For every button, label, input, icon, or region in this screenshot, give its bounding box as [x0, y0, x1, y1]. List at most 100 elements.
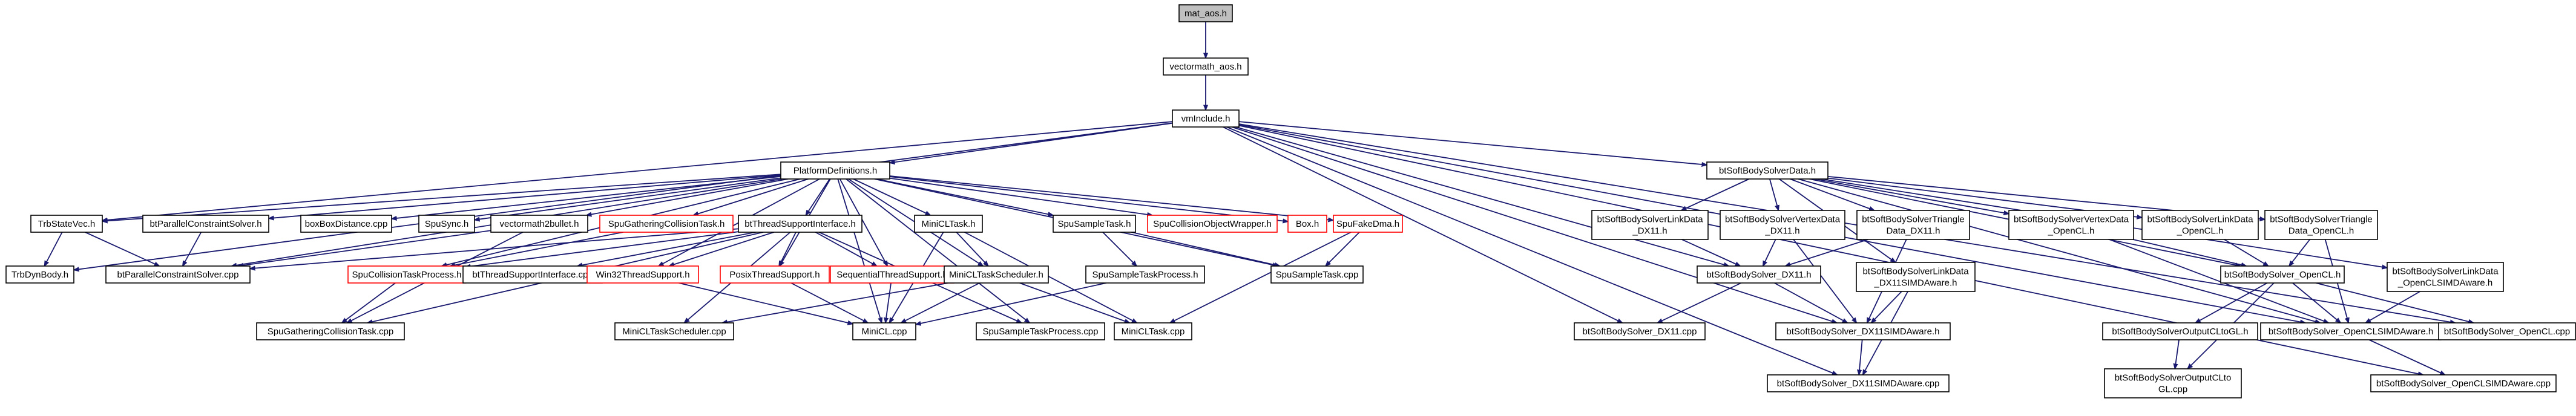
node-label: btSoftBodySolver_OpenCLSIMDAware.cpp: [2376, 379, 2551, 389]
edge-bt-soft-body-solver-data-to-triangle-data-dx11: [1790, 178, 1874, 210]
node-mini-cltask-scheduler[interactable]: MiniCLTaskScheduler.h: [944, 265, 1049, 284]
node-label: SpuFakeDma.h: [1336, 219, 1399, 229]
edge-solver-open-clh-to-solver-open-clcpp: [2316, 282, 2473, 323]
node-mini-cltask-h[interactable]: MiniCLTask.h: [914, 215, 983, 233]
node-box: [1775, 322, 1951, 340]
edge-spu-gathering-collision-task-h-to-spu-collision-task-process: [450, 232, 623, 266]
node-solver-open-clh[interactable]: btSoftBodySolver_OpenCL.h: [2220, 265, 2345, 284]
node-spu-sample-task-process[interactable]: SpuSampleTaskProcess.h: [1085, 265, 1205, 284]
node-solver-output-clto-glh[interactable]: btSoftBodySolverOutputCLtoGL.h: [2102, 322, 2258, 340]
edge-platform-definitions-to-spu-fake-dma: [889, 175, 1333, 220]
node-label: SpuSync.h: [425, 219, 469, 229]
node-label: btParallelConstraintSolver.cpp: [117, 270, 239, 280]
node-solver-dx11-simdaware-h[interactable]: btSoftBodySolver_DX11SIMDAware.h: [1775, 322, 1951, 340]
edge-spu-sample-task-h-to-spu-sample-task-process: [1102, 232, 1137, 266]
node-link-data-open-cl[interactable]: btSoftBodySolverLinkData_OpenCL.h: [2141, 210, 2259, 240]
node-box: [720, 265, 830, 284]
node-label: SpuSampleTask.h: [1058, 219, 1131, 229]
node-link-data-dx11-simdaware[interactable]: btSoftBodySolverLinkData_DX11SIMDAware.h: [1856, 262, 1976, 292]
node-bt-parallel-constraint-solver-h[interactable]: btParallelConstraintSolver.h: [142, 215, 269, 233]
node-box-box-distance[interactable]: boxBoxDistance.cpp: [300, 215, 392, 233]
node-spu-sync[interactable]: SpuSync.h: [418, 215, 475, 233]
node-box: [944, 265, 1049, 284]
node-spu-fake-dma[interactable]: SpuFakeDma.h: [1333, 215, 1403, 233]
node-label: SpuGatheringCollisionTask.cpp: [268, 327, 393, 337]
edge-solver-output-clto-glh-to-solver-output-clto-glcpp: [2175, 339, 2180, 369]
node-box: [462, 265, 603, 284]
edge-bt-thread-support-interface-h-to-bt-parallel-constraint-solver-cpp: [250, 228, 739, 268]
node-label: _DX11.h: [1632, 226, 1667, 236]
node-solver-output-clto-glcpp[interactable]: btSoftBodySolverOutputCLtoGL.cpp: [2104, 368, 2242, 398]
node-vertex-data-dx11[interactable]: btSoftBodySolverVertexData_DX11.h: [1720, 210, 1845, 240]
edge-platform-definitions-to-spu-collision-object-wrapper: [889, 177, 1152, 215]
node-mini-clcpp[interactable]: MiniCL.cpp: [852, 322, 916, 340]
node-trb-state-vec[interactable]: TrbStateVec.h: [30, 215, 103, 233]
edge-mini-cltask-h-to-mini-cltask-scheduler: [956, 232, 988, 266]
edge-vectormath2bullet-to-bt-parallel-constraint-solver-cpp: [238, 230, 491, 266]
node-spu-gathering-collision-task-cpp[interactable]: SpuGatheringCollisionTask.cpp: [256, 322, 405, 340]
node-mini-cltask-cpp[interactable]: MiniCLTask.cpp: [1114, 322, 1192, 340]
node-box: [1163, 57, 1249, 76]
edge-vm-include-to-bt-soft-body-solver-data: [1238, 121, 1707, 165]
node-box: [1720, 210, 1845, 240]
node-label: _OpenCLSIMDAware.h: [2397, 278, 2492, 288]
edge-vm-include-to-trb-state-vec: [102, 121, 1173, 220]
node-label: Data_OpenCL.h: [2288, 226, 2354, 236]
node-mini-cltask-scheduler-cpp[interactable]: MiniCLTaskScheduler.cpp: [614, 322, 734, 340]
node-box: [1053, 215, 1136, 233]
node-label: SpuCollisionTaskProcess.h: [352, 270, 462, 280]
node-box: [738, 215, 862, 233]
node-vectormath-aos[interactable]: vectormath_aos.h: [1163, 57, 1249, 76]
node-bt-thread-support-interface-cpp[interactable]: btThreadSupportInterface.cpp: [462, 265, 603, 284]
node-spu-gathering-collision-task-h[interactable]: SpuGatheringCollisionTask.h: [599, 215, 734, 233]
node-solver-dx11-simdaware-cpp[interactable]: btSoftBodySolver_DX11SIMDAware.cpp: [1767, 374, 1950, 392]
node-bt-soft-body-solver-data[interactable]: btSoftBodySolverData.h: [1706, 161, 1828, 180]
edge-platform-definitions-to-spu-sync: [475, 177, 781, 219]
node-platform-definitions[interactable]: PlatformDefinitions.h: [780, 161, 890, 180]
node-box: [418, 215, 475, 233]
node-box: [1172, 109, 1240, 128]
node-spu-collision-task-process[interactable]: SpuCollisionTaskProcess.h: [347, 265, 466, 284]
node-box: [142, 215, 269, 233]
node-solver-dx11-h[interactable]: btSoftBodySolver_DX11.h: [1697, 265, 1821, 284]
node-link-data-open-clsimdaware[interactable]: btSoftBodySolverLinkData_OpenCLSIMDAware…: [2387, 262, 2504, 292]
edge-spu-sample-task-process-to-mini-clcpp: [916, 282, 1107, 325]
node-mat-aos[interactable]: mat_aos.h: [1178, 4, 1233, 22]
node-win32-thread-support[interactable]: Win32ThreadSupport.h: [586, 265, 699, 284]
node-box: [1697, 265, 1821, 284]
node-sequential-thread-support[interactable]: SequentialThreadSupport.h: [830, 265, 954, 284]
node-solver-open-clcpp[interactable]: btSoftBodySolver_OpenCL.cpp: [2438, 322, 2576, 340]
node-bt-thread-support-interface-h[interactable]: btThreadSupportInterface.h: [738, 215, 862, 233]
edge-spu-collision-task-process-to-spu-gathering-collision-task-cpp: [342, 282, 396, 323]
node-link-data-dx11[interactable]: btSoftBodySolverLinkData_DX11.h: [1591, 210, 1709, 240]
node-trb-dyn-body[interactable]: TrbDynBody.h: [5, 265, 74, 284]
node-vm-include[interactable]: vmInclude.h: [1172, 109, 1240, 128]
node-label: MiniCLTaskScheduler.h: [949, 270, 1043, 280]
node-label: SpuGatheringCollisionTask.h: [608, 219, 725, 229]
node-box: [2102, 322, 2258, 340]
node-posix-thread-support[interactable]: PosixThreadSupport.h: [720, 265, 830, 284]
node-solver-dx11-cpp[interactable]: btSoftBodySolver_DX11.cpp: [1574, 322, 1706, 340]
edge-platform-definitions-to-spu-sample-task-h: [876, 178, 1053, 215]
node-vertex-data-open-cl[interactable]: btSoftBodySolverVertexData_OpenCL.h: [2008, 210, 2134, 240]
node-box: [914, 215, 983, 233]
node-spu-sample-task-cpp[interactable]: SpuSampleTask.cpp: [1270, 265, 1364, 284]
node-bt-parallel-constraint-solver-cpp[interactable]: btParallelConstraintSolver.cpp: [105, 265, 251, 284]
edge-mini-cltask-scheduler-to-mini-cltask-scheduler-cpp: [722, 282, 948, 323]
node-solver-open-clsimdaware-h[interactable]: btSoftBodySolver_OpenCLSIMDAware.h: [2260, 322, 2442, 340]
node-spu-sample-task-h[interactable]: SpuSampleTask.h: [1053, 215, 1136, 233]
node-solver-open-clsimdaware-cpp[interactable]: btSoftBodySolver_OpenCLSIMDAware.cpp: [2370, 374, 2557, 392]
node-label: _DX11SIMDAware.h: [1873, 278, 1957, 288]
node-vectormath2bullet[interactable]: vectormath2bullet.h: [490, 215, 588, 233]
edge-link-data-open-clsimdaware-to-solver-open-clsimdaware-h: [2365, 291, 2420, 323]
node-box-h[interactable]: Box.h: [1287, 215, 1327, 233]
edge-spu-fake-dma-to-spu-sample-task-cpp: [1326, 232, 1360, 266]
node-spu-sample-task-process-cpp[interactable]: SpuSampleTaskProcess.cpp: [976, 322, 1105, 340]
edge-mini-cltask-scheduler-to-mini-clcpp: [901, 282, 980, 323]
edge-vertex-data-dx11-to-solver-dx11-simdaware-h: [1793, 239, 1856, 323]
node-spu-collision-object-wrapper[interactable]: SpuCollisionObjectWrapper.h: [1147, 215, 1278, 233]
node-box: [852, 322, 916, 340]
